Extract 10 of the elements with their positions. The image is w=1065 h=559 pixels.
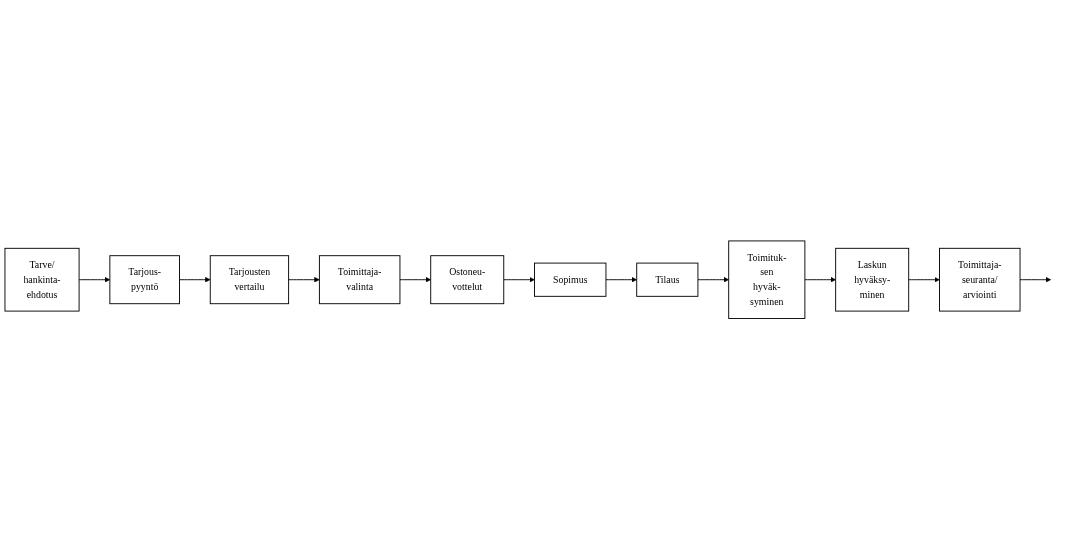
node-box: Ostoneu- vottelut — [430, 255, 505, 304]
node-box: Tilaus — [636, 262, 699, 297]
node-box: Tarve/ hankinta- ehdotus — [4, 247, 80, 312]
node-box: Sopimus — [534, 262, 607, 297]
node-box: Tarjousten vertailu — [209, 255, 290, 304]
node-box: Toimittaja- valinta — [318, 255, 401, 304]
node-box: Toimittaja- seuranta/ arviointi — [939, 247, 1021, 312]
node-box: Tarjous- pyyntö — [109, 255, 180, 304]
node-box: Laskun hyväksy- minen — [835, 247, 910, 312]
node-box: Toimituk- sen hyväk- syminen — [728, 240, 806, 319]
